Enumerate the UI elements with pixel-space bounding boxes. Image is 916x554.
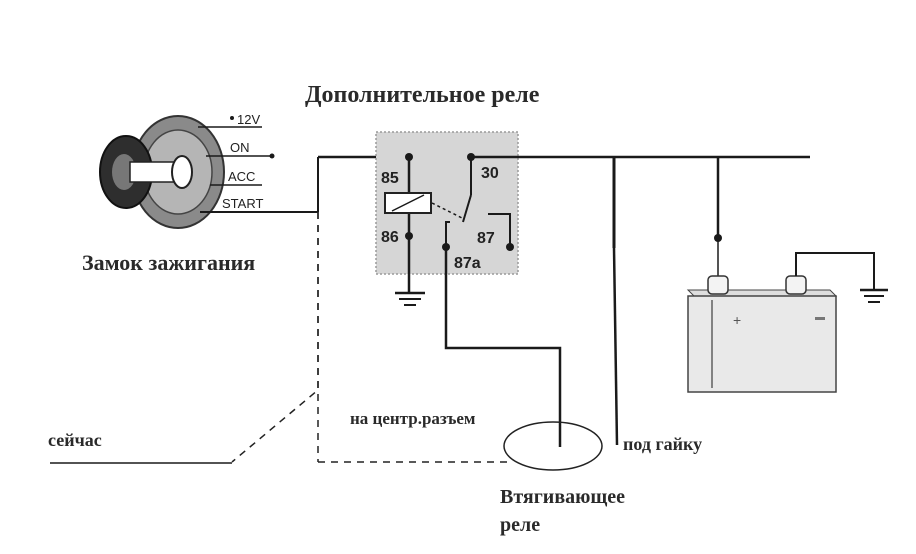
under-nut-label: под гайку	[623, 434, 702, 454]
terminal-on-label: ON	[230, 140, 250, 155]
ground-symbol-battery	[860, 288, 888, 303]
ground-symbol-relay	[395, 291, 425, 306]
terminal-start-label: START	[222, 196, 263, 211]
battery-icon: +	[686, 275, 838, 393]
pin-85-label: 85	[381, 170, 399, 187]
ignition-lock-label: Замок зажигания	[82, 250, 255, 275]
pin-30-label: 30	[481, 165, 499, 182]
now-label: сейчас	[48, 430, 102, 450]
pin-87a-label: 87a	[454, 255, 481, 272]
pullin-relay-label-2: реле	[500, 514, 540, 536]
to-central-label: на центр.разъем	[350, 409, 476, 428]
pullin-relay-label-1: Втягивающее	[500, 486, 625, 508]
pin-87-label: 87	[477, 230, 495, 247]
svg-text:+: +	[733, 312, 741, 328]
terminal-12v-label: 12V	[237, 112, 260, 127]
pin-86-label: 86	[381, 229, 399, 246]
ignition-lock-icon	[99, 115, 225, 229]
terminal-acc-label: ACC	[228, 169, 255, 184]
relay-title: Дополнительное реле	[305, 82, 540, 108]
pullin-relay-ellipse	[503, 421, 603, 471]
